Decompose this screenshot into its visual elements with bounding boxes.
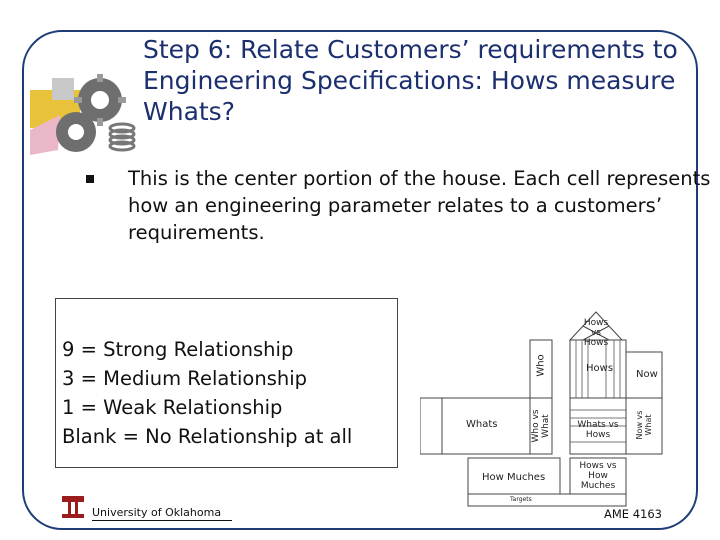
how-muches-label: How Muches xyxy=(482,472,546,483)
hows-vs-how-muches-label: Hows vs How Muches xyxy=(579,461,617,491)
slide-title: Step 6: Relate Customers’ requirements t… xyxy=(143,35,678,126)
footer-course: AME 4163 xyxy=(604,507,662,521)
targets-label: Targets xyxy=(510,496,532,503)
footer-divider xyxy=(92,520,232,521)
roof-label: Hows vs Hows xyxy=(583,318,609,348)
whats-vs-hows-label: Whats vs Hows xyxy=(577,420,619,440)
now-vs-what-label: Now vs What xyxy=(635,410,653,440)
whats-label: Whats xyxy=(466,419,498,430)
slide-frame xyxy=(22,30,698,530)
footer-university: University of Oklahoma xyxy=(92,506,222,519)
ou-logo-icon xyxy=(62,496,84,518)
now-label: Now xyxy=(636,369,658,380)
legend-medium: 3 = Medium Relationship xyxy=(62,367,308,390)
legend-strong: 9 = Strong Relationship xyxy=(62,338,294,361)
hows-label: Hows xyxy=(586,363,614,374)
gears-logo-icon xyxy=(30,74,136,155)
who-vs-what-label: Who vs What xyxy=(531,409,551,443)
house-of-quality-diagram: Hows vs Hows Who Hows Now Whats Who vs W… xyxy=(420,300,680,515)
who-label: Who xyxy=(535,354,547,377)
relationship-legend: 9 = Strong Relationship 3 = Medium Relat… xyxy=(55,298,398,468)
house-outline xyxy=(420,311,663,507)
legend-blank: Blank = No Relationship at all xyxy=(62,425,353,448)
bullet-marker xyxy=(86,175,94,183)
legend-weak: 1 = Weak Relationship xyxy=(62,396,283,419)
bullet-text: This is the center portion of the house.… xyxy=(128,167,711,244)
